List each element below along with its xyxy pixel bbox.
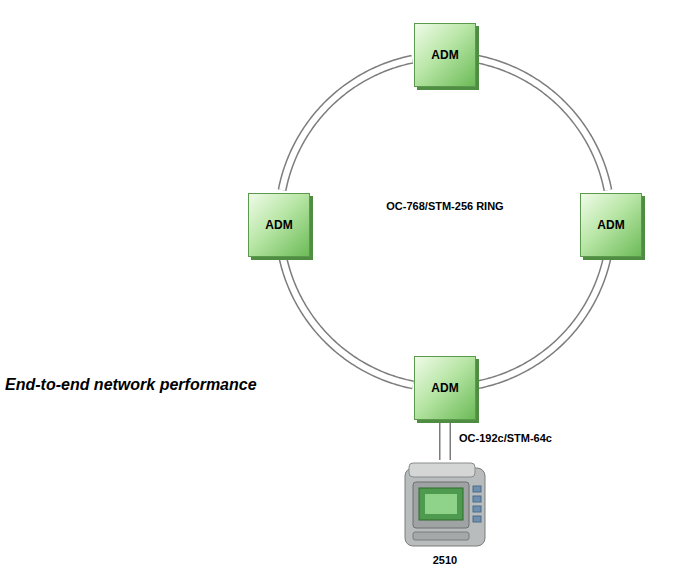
ring-span xyxy=(283,259,413,385)
adm-box: ADM xyxy=(248,193,310,257)
cable-inner xyxy=(282,59,412,190)
node-label: ADM xyxy=(591,218,630,232)
node-label: ADM xyxy=(425,48,464,62)
test-set-device: 2510 xyxy=(399,460,491,566)
ring-span xyxy=(477,259,607,385)
ring-span xyxy=(478,59,608,190)
cable-outer xyxy=(439,420,451,460)
instrument-illustration xyxy=(399,460,491,550)
fiber-link xyxy=(445,420,446,460)
adm-box: ADM xyxy=(414,23,476,87)
cable-inner xyxy=(477,259,607,385)
adm-box: ADM xyxy=(580,193,642,257)
cable-outer xyxy=(282,59,412,190)
device-label: 2510 xyxy=(399,554,491,566)
node-label: ADM xyxy=(425,381,464,395)
caption-note: End-to-end network performance xyxy=(5,376,305,394)
cable-outer xyxy=(283,259,413,385)
ring-span xyxy=(282,59,412,190)
cable-outer xyxy=(477,259,607,385)
node-label: ADM xyxy=(259,218,298,232)
ring-label: OC-768/STM-256 RING xyxy=(385,200,505,212)
link-label: OC-192c/STM-64c xyxy=(457,432,554,444)
cable-inner xyxy=(283,259,413,385)
cable-outer xyxy=(478,59,608,190)
cable-inner xyxy=(441,420,450,460)
adm-box: ADM xyxy=(414,356,476,420)
cable-inner xyxy=(478,59,608,190)
